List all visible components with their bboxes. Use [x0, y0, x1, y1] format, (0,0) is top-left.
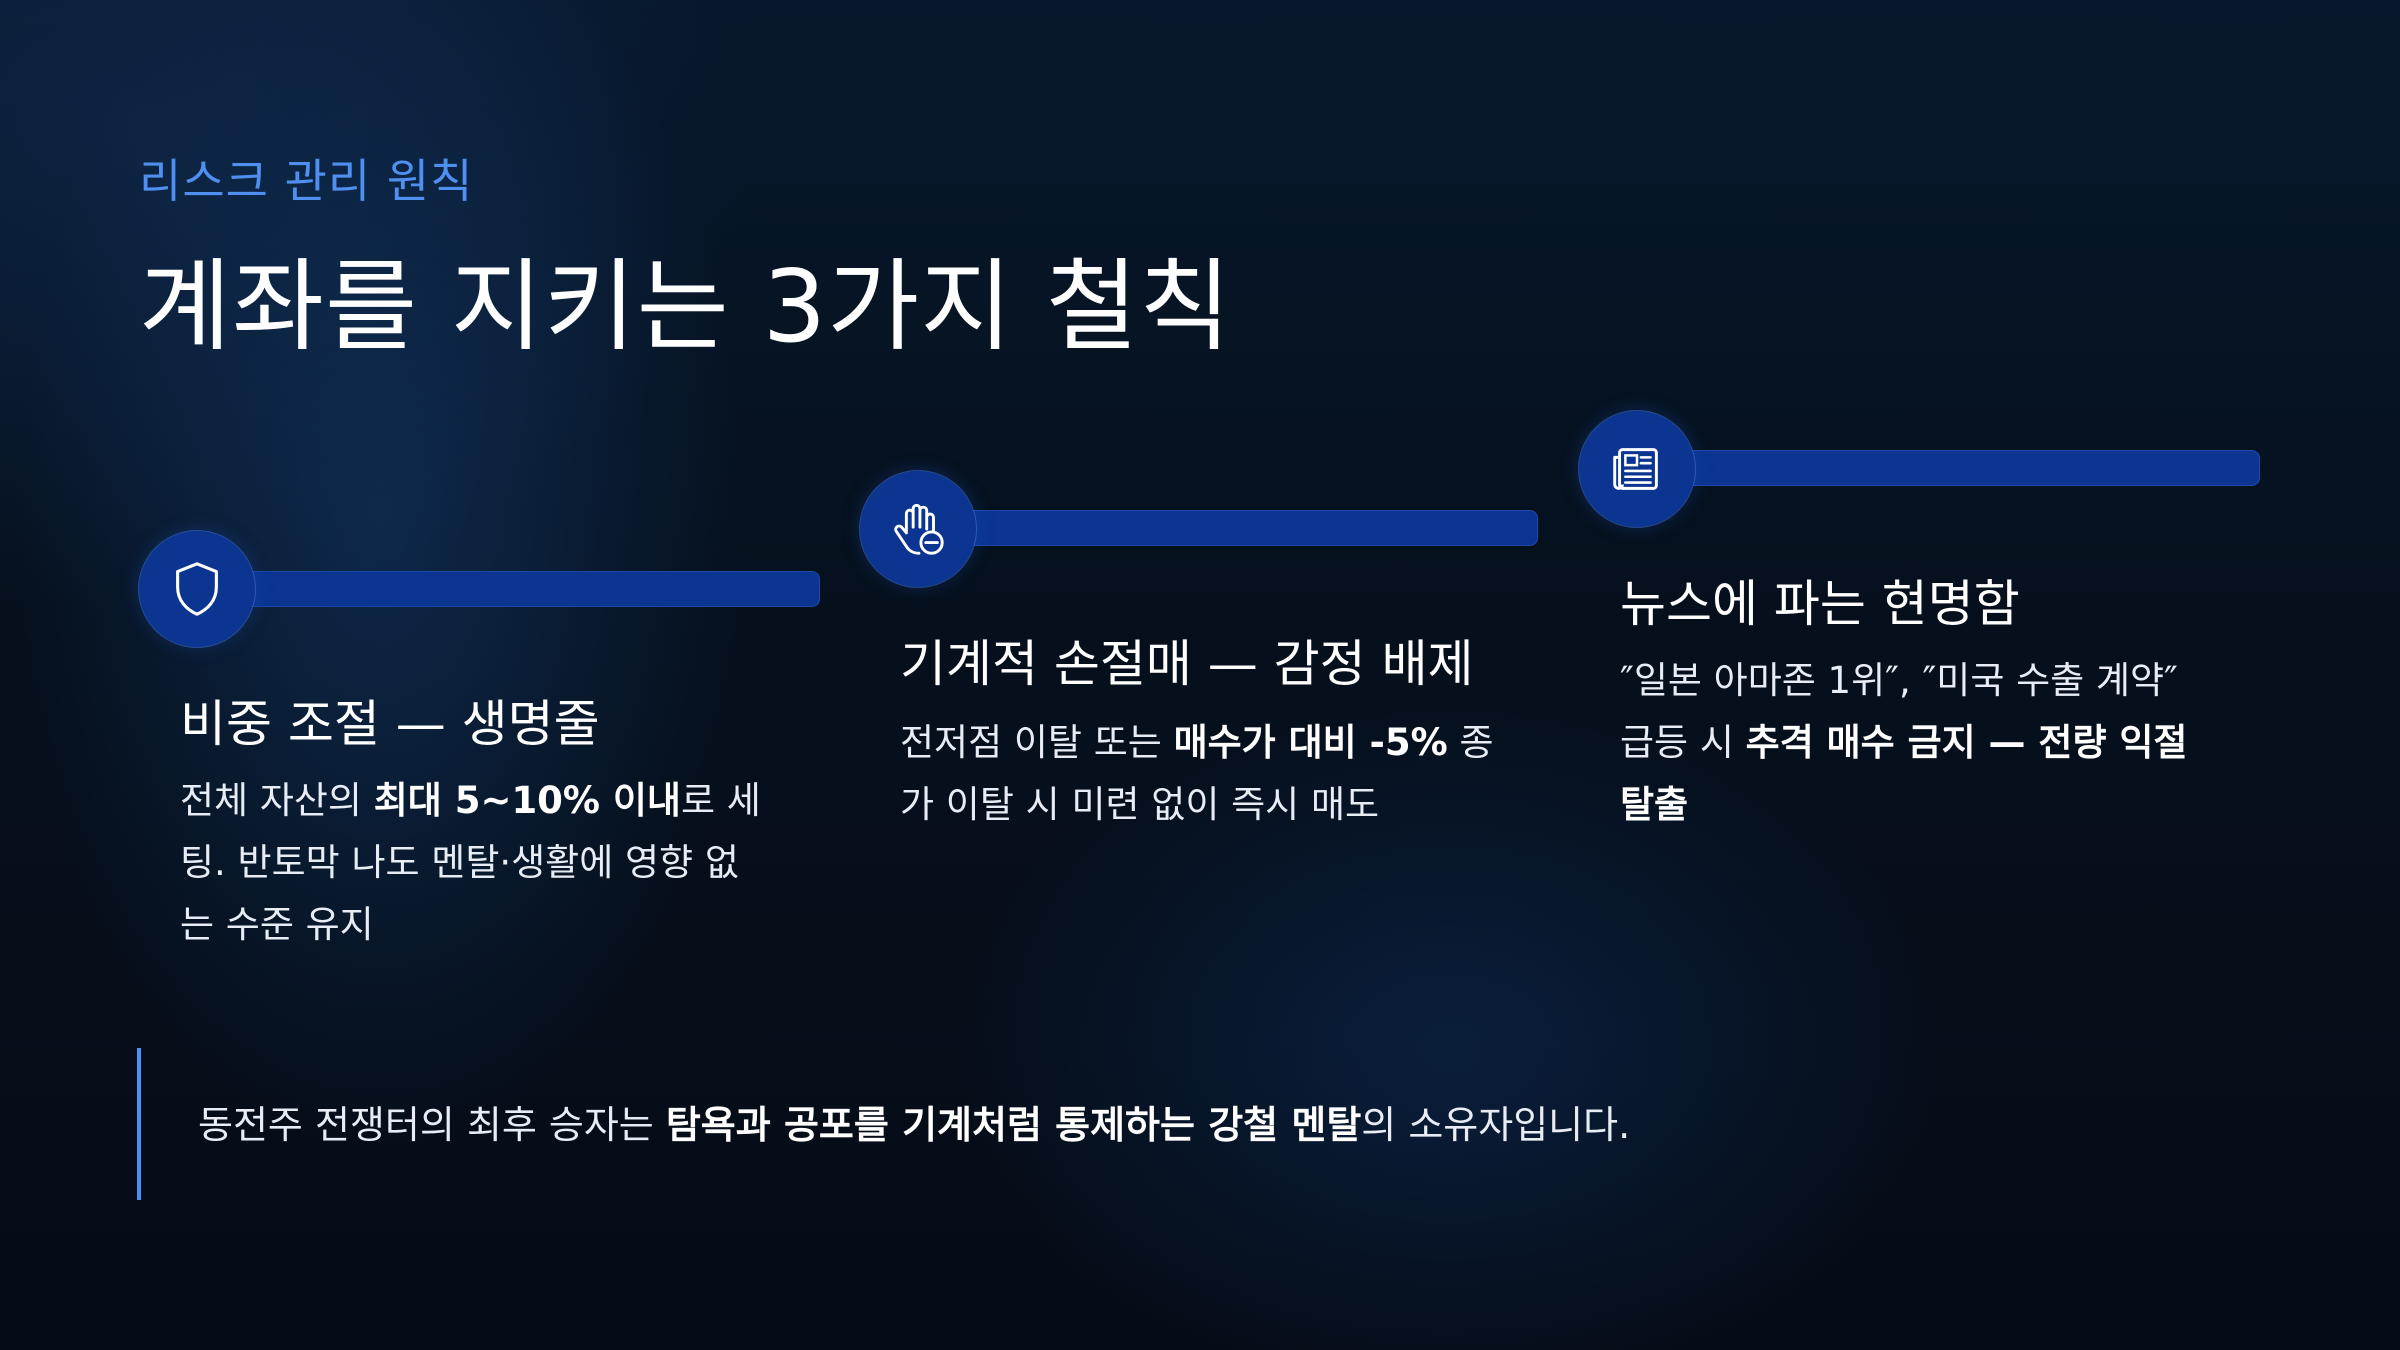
card-badge [1579, 411, 1695, 527]
shield-icon [176, 562, 218, 616]
emphasis-text: 매수가 대비 -5% [1173, 721, 1448, 764]
body-text: 종가 이탈 시 미련 없이 즉시 매도 [900, 721, 1494, 826]
emphasis-text: 추격 매수 금지 — 전량 익절 탈출 [1620, 721, 2188, 826]
card-badge [139, 531, 255, 647]
closing-quote: 동전주 전쟁터의 최후 승자는 탐욕과 공포를 기계처럼 통제하는 강철 멘탈의… [198, 1094, 1630, 1149]
body-text: ″일본 아마존 1위″, ″미국 수출 계약″ 급등 시 [1620, 659, 2178, 764]
body-text: 로 세팅. 반토막 나도 멘탈·생활에 영향 없는 수준 유지 [180, 779, 761, 946]
card-description: 전체 자산의 최대 5~10% 이내로 세팅. 반토막 나도 멘탈·생활에 영향… [180, 770, 770, 956]
body-text: 전체 자산의 [180, 779, 374, 822]
card-title: 비중 조절 — 생명줄 [180, 695, 600, 753]
card-title: 기계적 손절매 — 감정 배제 [900, 635, 1474, 693]
card-description: ″일본 아마존 1위″, ″미국 수출 계약″ 급등 시 추격 매수 금지 — … [1620, 650, 2220, 836]
body-text: 동전주 전쟁터의 최후 승자는 [198, 1103, 666, 1147]
emphasis-text: 탐욕과 공포를 기계처럼 통제하는 강철 멘탈 [665, 1103, 1362, 1147]
body-text: 의 소유자입니다. [1361, 1103, 1631, 1147]
card-track-bar [220, 571, 820, 607]
hand-stop-icon [894, 503, 944, 555]
card-description: 전저점 이탈 또는 매수가 대비 -5% 종가 이탈 시 미련 없이 즉시 매도 [900, 712, 1500, 836]
quote-accent-bar [137, 1048, 141, 1200]
card-badge [860, 471, 976, 587]
card-track-bar [940, 510, 1538, 546]
section-eyebrow: 리스크 관리 원칙 [139, 154, 474, 208]
card-track-bar [1660, 450, 2260, 486]
body-text: 전저점 이탈 또는 [900, 721, 1174, 764]
newspaper-icon [1613, 448, 1658, 490]
emphasis-text: 최대 5~10% 이내 [373, 779, 681, 822]
page-title: 계좌를 지키는 3가지 철칙 [139, 248, 1232, 365]
card-title: 뉴스에 파는 현명함 [1620, 575, 2020, 633]
